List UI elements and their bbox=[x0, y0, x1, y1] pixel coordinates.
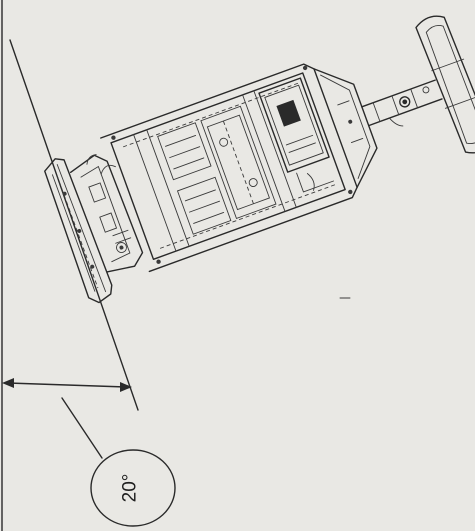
callout-leader-line bbox=[61, 397, 103, 459]
handle-shaft bbox=[361, 79, 443, 127]
callout-circle bbox=[90, 449, 176, 527]
internal-modules bbox=[157, 105, 277, 235]
angle-label: 20° bbox=[120, 474, 141, 503]
tilted-reference-line bbox=[9, 39, 139, 411]
angle-dimension-arrow bbox=[2, 378, 132, 392]
angle-callout: 20° bbox=[90, 449, 176, 527]
base-plate bbox=[44, 158, 113, 304]
handle-bar bbox=[415, 15, 475, 154]
control-box bbox=[258, 77, 334, 193]
left-bracket bbox=[70, 154, 144, 273]
control-panel-display bbox=[276, 99, 301, 127]
shaft-knob bbox=[399, 96, 411, 108]
tilted-device bbox=[44, 15, 475, 304]
chassis-frame bbox=[100, 63, 358, 273]
tapered-frame bbox=[313, 68, 378, 189]
